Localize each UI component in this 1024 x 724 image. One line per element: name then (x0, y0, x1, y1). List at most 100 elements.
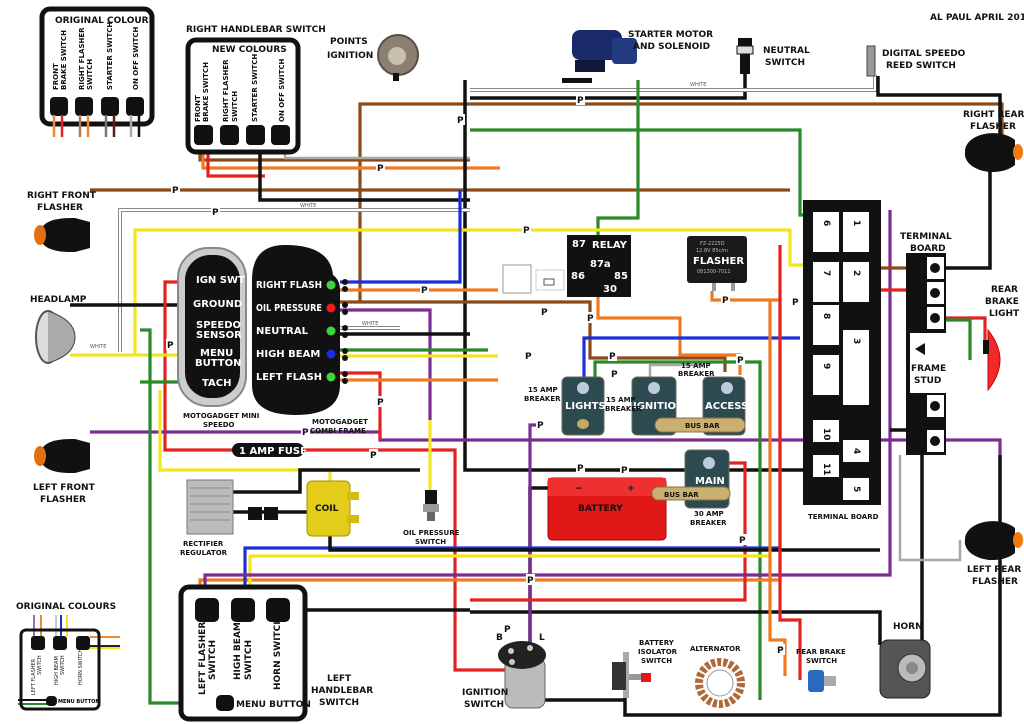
label: REGULATOR (180, 549, 228, 557)
wire-colour-tags: WHITE WHITE WHITE WHITE (90, 82, 706, 350)
label: ALTERNATOR (690, 645, 741, 653)
label: RIGHT REAR (963, 110, 1024, 120)
subtitle: NEW COLOURS (212, 45, 287, 55)
label: SPEEDO (203, 421, 235, 429)
indicator-light-icon (326, 303, 336, 313)
switch-label: LEFT FLASHER (31, 658, 37, 695)
pin-label: GROUND (193, 299, 242, 310)
terminal-cell (843, 262, 869, 302)
switch-label: ON OFF SWITCH (132, 27, 140, 90)
terminal-cell (843, 212, 869, 252)
pin: 87 (572, 239, 586, 250)
splice-bg (301, 426, 310, 437)
relay: 87 RELAY 87a 86 85 30 (567, 235, 631, 297)
fuse-1-amp: 1 AMP FUSE (232, 443, 307, 457)
pin-label: MENU (200, 348, 233, 359)
wire-yellow (248, 554, 770, 598)
frame-stud-icon (915, 343, 925, 355)
splice-label: P (537, 421, 544, 431)
wire-yellow (158, 390, 332, 481)
splice-label: P (577, 464, 584, 474)
wire-green (470, 128, 830, 217)
terminal-label: B (496, 633, 503, 643)
indicator-light-icon (326, 280, 336, 290)
flasher-title: FLASHER (693, 256, 744, 267)
label: FLASHER (40, 495, 86, 505)
label: IGNITION (327, 51, 373, 61)
switch-label: FRONT (52, 63, 60, 90)
terminal-number: 11 (821, 463, 831, 476)
wire-red (340, 371, 382, 440)
pin: 86 (571, 271, 585, 282)
indicator-label: LEFT FLASH (256, 372, 322, 383)
label: BOARD (910, 244, 946, 254)
splice-bg (540, 306, 549, 317)
switch-label: ON OFF SWITCH (278, 59, 286, 122)
label: TERMINAL BOARD (808, 513, 879, 521)
splice-bg (211, 206, 220, 217)
label: HORN (893, 622, 923, 632)
splice-label: P (377, 398, 384, 408)
label: IGNITION (633, 401, 684, 412)
indicator-light-icon (326, 326, 336, 336)
splice-label: P (523, 226, 530, 236)
wire-black (946, 165, 992, 270)
wire-black (470, 70, 747, 100)
label: ACCESS (705, 401, 748, 412)
wire-red (946, 316, 987, 345)
label: COMBI FRAME (310, 427, 366, 435)
label: SWITCH (806, 657, 837, 665)
pin-label: BUTTON (195, 358, 241, 369)
splice-label: P (527, 576, 534, 586)
right-rear-flasher: RIGHT REAR FLASHER (963, 110, 1024, 173)
splice-label: P (609, 352, 616, 362)
switch-label: FRONT (194, 95, 202, 122)
indicator-label: OIL PRESSURE (256, 303, 322, 314)
terminal-cell (813, 420, 839, 442)
splice-bg (608, 350, 617, 361)
splice-bg (522, 224, 531, 235)
splice-label: P (377, 164, 384, 174)
rating: BREAKER (524, 395, 561, 403)
switch-label: SWITCH (244, 640, 254, 680)
switch-label: RIGHT FLASHER (222, 59, 230, 122)
switch-label: HORN SWITCH (273, 617, 283, 690)
splice-bg (738, 534, 747, 545)
terminal-number: 7 (821, 270, 831, 276)
rear-brake-switch: REAR BRAKE SWITCH (796, 648, 846, 692)
wire-tag-white: WHITE (300, 203, 316, 209)
splice-bg (420, 284, 429, 295)
original-colours-right-box: ORIGINAL COLOURS FRONT BRAKE SWITCH RIGH… (39, 6, 155, 137)
flasher-code: 081300-7011 (697, 269, 731, 275)
wire-grey (283, 150, 470, 160)
label: BRAKE (985, 297, 1019, 307)
label: MOTOGADGET (312, 418, 368, 426)
points-ignition: POINTS IGNITION (327, 34, 419, 81)
lights-breaker: LIGHTS 15 AMP BREAKER (524, 376, 606, 436)
terminal-number: 5 (851, 486, 861, 492)
terminal-label: P (504, 625, 511, 635)
flasher-spec: 12.8V 85c/m (696, 248, 728, 254)
wire-orange (201, 150, 500, 170)
switch-label: SWITCH (208, 640, 218, 680)
label: FLASHER (37, 203, 83, 213)
label: BATTERY (578, 504, 623, 514)
pin-label: SPEEDO (196, 320, 241, 331)
battery-isolator-switch: BATTERY ISOLATOR SWITCH (612, 639, 678, 698)
splice-bg (576, 462, 585, 473)
indicator-light-icon (326, 372, 336, 382)
rating: BREAKER (605, 405, 642, 413)
terminal-number: 2 (851, 270, 861, 276)
label: NEUTRAL (763, 46, 810, 56)
rating: BREAKER (678, 370, 715, 378)
terminal-cell (843, 440, 869, 462)
rating: 30 AMP (694, 510, 724, 518)
label: POINTS (330, 37, 368, 47)
splice-bg (620, 464, 629, 475)
wire-black (258, 150, 470, 202)
wire-blue (243, 546, 780, 598)
splice-bg (526, 574, 535, 585)
splice-label: P (167, 341, 174, 351)
